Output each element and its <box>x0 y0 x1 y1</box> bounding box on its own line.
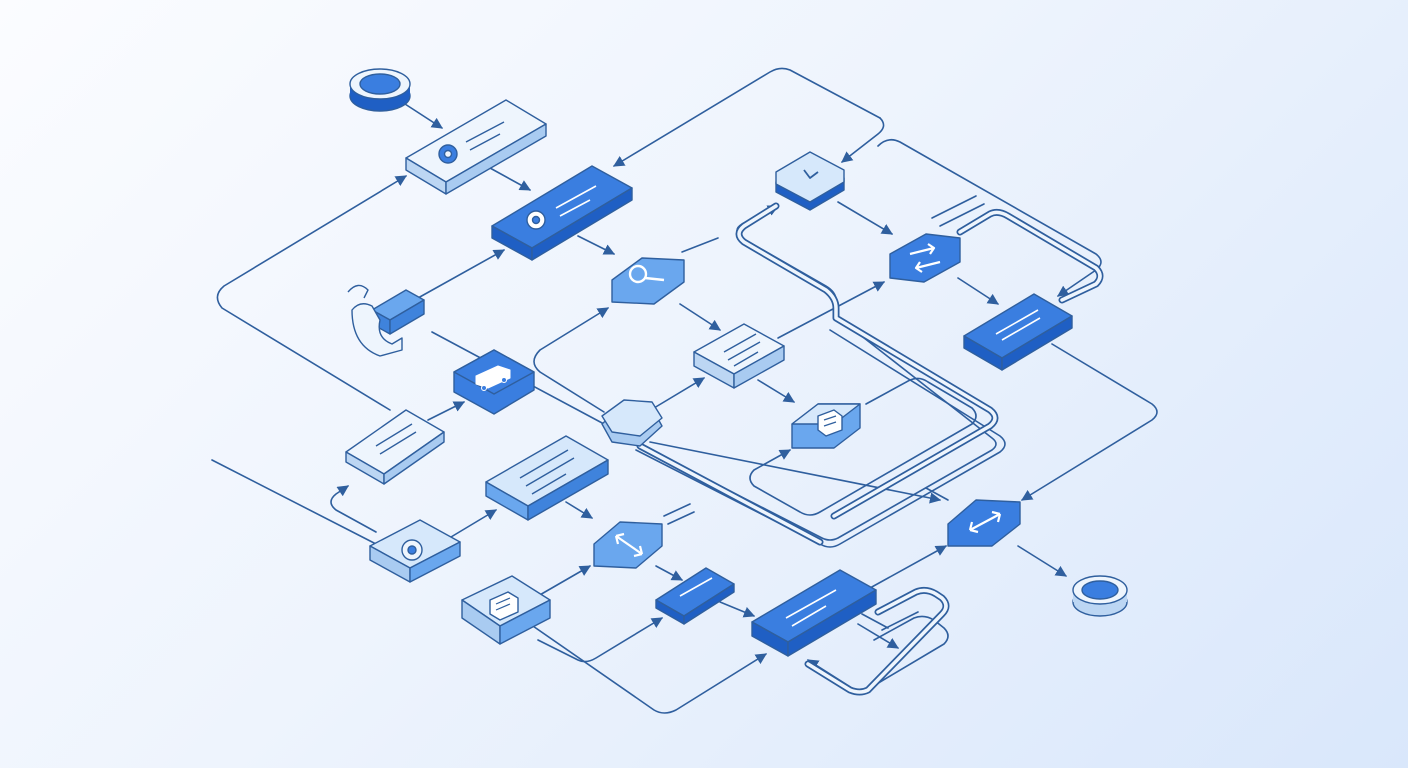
process-step-long[interactable] <box>751 569 877 657</box>
diagonal-arrows-icon <box>614 532 644 558</box>
gear-icon <box>438 144 458 164</box>
connector-doc-to-smalldoc <box>757 379 795 403</box>
truck-icon <box>475 365 511 391</box>
tube-bottom-loop-inner <box>806 588 948 694</box>
config-step-bottom[interactable] <box>369 519 461 583</box>
dash-mark-4 <box>925 487 949 501</box>
note-step-left[interactable] <box>345 409 445 485</box>
document-step-small[interactable] <box>791 403 861 449</box>
magnifier-icon <box>628 264 665 284</box>
text-lines-icon <box>995 309 1041 341</box>
document-icon <box>489 591 519 621</box>
connector-merge-to-end <box>1017 545 1067 577</box>
connector-bottom-to-long <box>529 623 767 714</box>
connector-top-to-hexagon <box>841 117 885 163</box>
gear-icon <box>526 210 546 230</box>
end-terminal[interactable] <box>1072 575 1128 617</box>
file-step-bottom[interactable] <box>461 575 551 645</box>
connector-decision-to-doc <box>653 377 705 409</box>
connector-output-to-merge <box>1021 343 1158 501</box>
document-step-center[interactable] <box>693 323 785 389</box>
connector-small-to-long <box>719 601 756 618</box>
process-step-small[interactable] <box>655 567 735 625</box>
connector-gear-to-wide <box>445 509 497 541</box>
connector-file-to-resize <box>537 565 591 597</box>
connector-hexagon-to-exchange <box>837 201 893 235</box>
resize-step[interactable] <box>593 521 663 569</box>
config-step-main[interactable] <box>491 165 633 261</box>
connector-main-to-search <box>577 235 616 255</box>
text-lines-icon <box>723 333 761 367</box>
hand-icon <box>347 284 403 357</box>
connector-exchange-to-output <box>957 277 999 305</box>
connector-search-to-doc <box>679 303 721 331</box>
connector-resize-to-small <box>655 565 683 581</box>
swap-arrows-icon <box>909 243 941 273</box>
tube-center-inner <box>737 204 997 518</box>
config-step-top[interactable] <box>405 99 547 195</box>
dash-mark-3 <box>663 503 695 525</box>
connector-bottom-loop-out <box>857 623 899 649</box>
connector-start-to-config <box>404 103 443 129</box>
text-lines-icon <box>785 589 837 627</box>
document-icon <box>817 409 843 437</box>
transport-step[interactable] <box>453 349 535 415</box>
connector-decision-to-merge <box>649 441 942 504</box>
diagonal-arrows-icon <box>968 510 1002 534</box>
connector-far-left <box>211 459 377 545</box>
connector-bottom-loop-inner <box>861 611 919 631</box>
connector-doc-to-exchange <box>777 281 885 339</box>
text-lines-icon <box>519 449 575 495</box>
search-step[interactable] <box>611 257 685 305</box>
tube-right-loop-inner <box>958 210 1102 302</box>
approval-hexagon[interactable] <box>775 151 845 211</box>
merge-step[interactable] <box>947 499 1021 547</box>
connector-long-to-merge <box>869 545 947 589</box>
text-lines-icon <box>375 423 417 455</box>
connector-decision-to-search <box>533 307 609 413</box>
connector-smalldoc-loop-out <box>749 377 977 516</box>
output-step-right[interactable] <box>963 293 1073 371</box>
connector-decision-parallel <box>635 329 1006 548</box>
connector-config-to-main <box>489 167 531 191</box>
connector-top-return <box>613 67 881 167</box>
text-lines-icon <box>679 577 713 597</box>
check-icon <box>803 169 819 179</box>
exchange-step-top[interactable] <box>889 233 961 283</box>
connector-hand-to-main <box>417 249 505 299</box>
connector-file-to-small <box>537 617 663 663</box>
dash-mark-2 <box>931 195 985 227</box>
tube-decision-inner <box>638 444 822 544</box>
connector-note-to-transport <box>427 401 466 421</box>
hand-input[interactable] <box>347 284 425 357</box>
start-terminal[interactable] <box>349 68 411 112</box>
connector-gear-to-note <box>330 485 377 533</box>
gear-icon <box>401 539 423 561</box>
connector-left-loop-top <box>216 175 407 411</box>
decision-hexagon[interactable] <box>601 399 663 447</box>
data-step-wide[interactable] <box>485 435 609 521</box>
dash-mark-1 <box>681 237 719 253</box>
connector-wide-to-resize <box>565 501 593 519</box>
